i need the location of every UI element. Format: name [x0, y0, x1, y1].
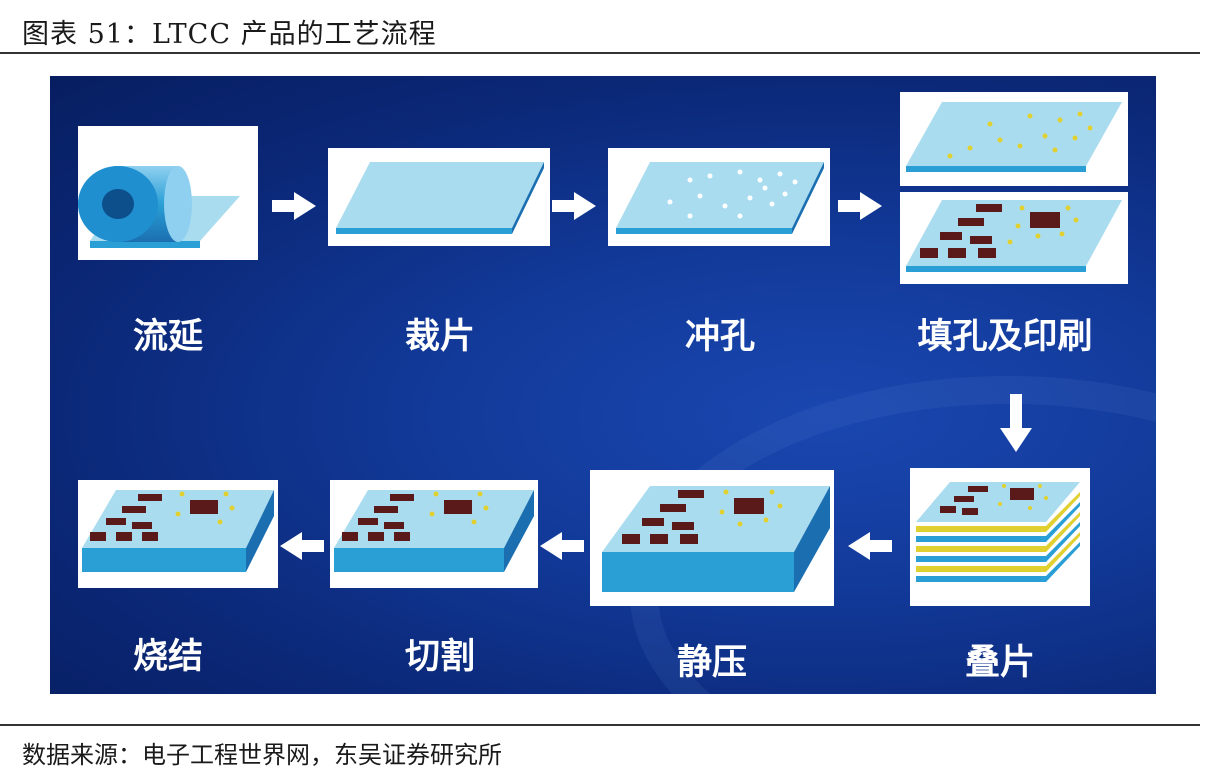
arrow-left-icon: [280, 532, 324, 560]
casting-roll-icon: [78, 166, 240, 248]
via-filled-sheet-icon: [906, 102, 1122, 172]
arrow-right-icon: [838, 192, 882, 220]
step-label-filling-printing: 填孔及印刷: [917, 317, 1093, 357]
arrow-right-icon: [552, 192, 596, 220]
arrow-down-icon: [1000, 394, 1032, 452]
pressed-block-icon: [602, 486, 830, 592]
arrow-right-icon: [272, 192, 316, 220]
step-label-sintering: 烧结: [132, 637, 203, 677]
arrow-left-icon: [848, 532, 892, 560]
top-divider: [0, 52, 1200, 54]
punched-sheet-icon: [616, 162, 824, 234]
printed-sheet-icon: [906, 200, 1122, 272]
sintered-block-icon: [82, 490, 274, 572]
step-label-pressing: 静压: [676, 643, 747, 683]
step-label-stacking: 叠片: [964, 643, 1035, 683]
cut-sheet-icon: [336, 162, 544, 234]
figure-title: 图表 51：LTCC 产品的工艺流程: [22, 19, 437, 50]
source-note: 数据来源：电子工程世界网，东吴证券研究所: [22, 741, 502, 769]
process-diagram-graphics: [78, 102, 1122, 592]
process-flow-panel: 流延 裁片 冲孔 填孔及印刷 叠片 静压 切割 烧结: [50, 76, 1156, 694]
step-label-punching: 冲孔: [684, 317, 755, 357]
arrow-left-icon: [540, 532, 584, 560]
diced-block-icon: [334, 490, 534, 572]
bottom-divider: [0, 724, 1200, 726]
stacked-layers-icon: [916, 482, 1080, 582]
step-label-cutting-sheet: 裁片: [404, 317, 475, 357]
step-label-casting: 流延: [132, 317, 203, 357]
step-label-dicing: 切割: [404, 637, 475, 677]
